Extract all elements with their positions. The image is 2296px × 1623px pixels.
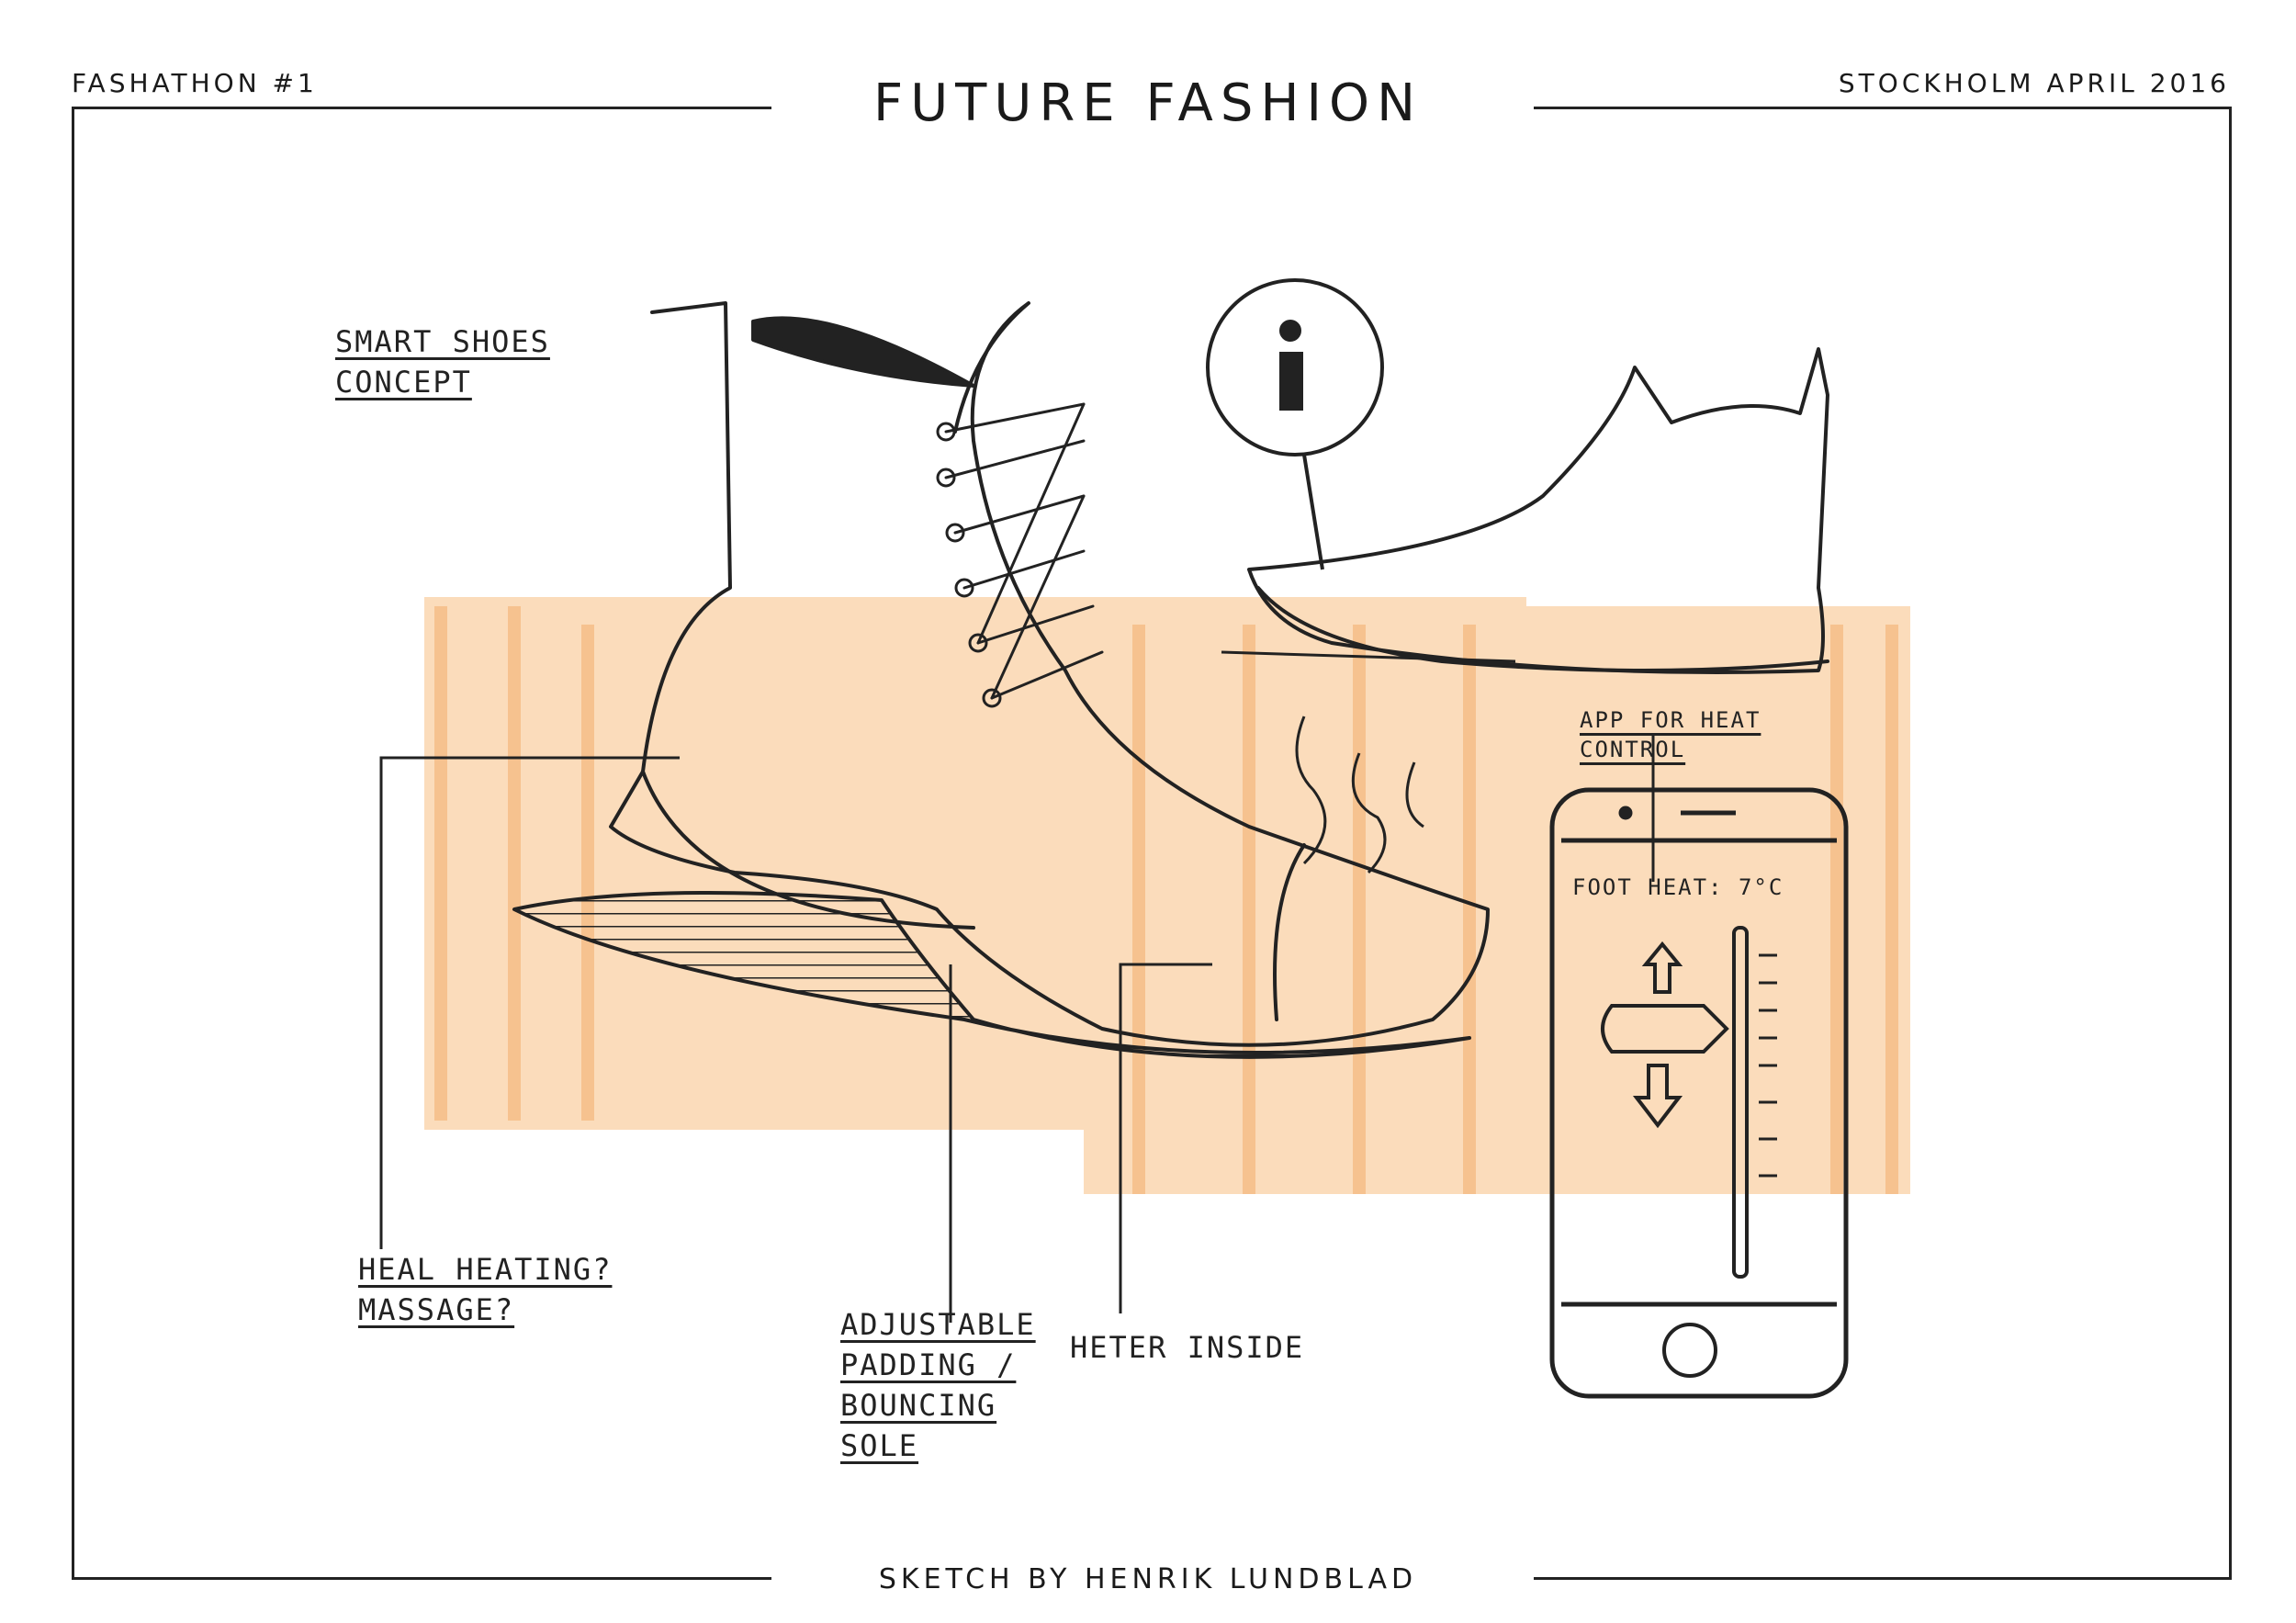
heat-slider [1601,926,1777,1279]
secondary-boot-sketch [1247,347,1829,674]
info-icon [1206,278,1384,570]
heater-note: HETER INSIDE [1070,1327,1304,1368]
sketch-credit: SKETCH BY HENRIK LUNDBLAD [878,1563,1418,1595]
arrow-up-icon [1641,941,1683,994]
heater-line: HETER INSIDE [1070,1330,1305,1365]
padding-line-4: SOLE [840,1428,919,1463]
main-boot-sketch [512,301,1490,1059]
arrow-down-icon [1632,1064,1683,1129]
annotation-leader-lines [379,650,1655,1323]
phone-sketch [1549,787,1849,1399]
padding-line-1: ADJUSTABLE [840,1307,1036,1342]
orange-marker-background [424,597,1910,1194]
frame-gap-bottom [771,1561,1534,1598]
app-line-1: APP FOR HEAT [1580,707,1761,733]
padding-line-3: BOUNCING [840,1388,997,1423]
heel-line-2: MASSAGE? [358,1292,515,1327]
frame-gap-top [771,92,1534,129]
place-date-label: STOCKHOLM APRIL 2016 [1838,68,2230,98]
padding-line-2: PADDING / [840,1347,1017,1382]
app-line-2: CONTROL [1580,737,1686,762]
concept-line-1: SMART SHOES [335,324,550,359]
foot-heat-readout: FOOT HEAT: 7°C [1572,874,1784,900]
app-note: APP FOR HEAT CONTROL [1580,705,1761,764]
concept-line-2: CONCEPT [335,365,472,400]
concept-note: SMART SHOES CONCEPT [335,321,550,402]
home-button-icon [1662,1323,1717,1378]
event-label: FASHATHON #1 [72,68,318,98]
page-title: FUTURE FASHION [872,73,1423,133]
padding-note: ADJUSTABLE PADDING / BOUNCING SOLE [840,1304,1036,1466]
heel-line-1: HEAL HEATING? [358,1252,613,1287]
heat-waves [1295,716,1424,874]
heel-note: HEAL HEATING? MASSAGE? [358,1249,612,1330]
